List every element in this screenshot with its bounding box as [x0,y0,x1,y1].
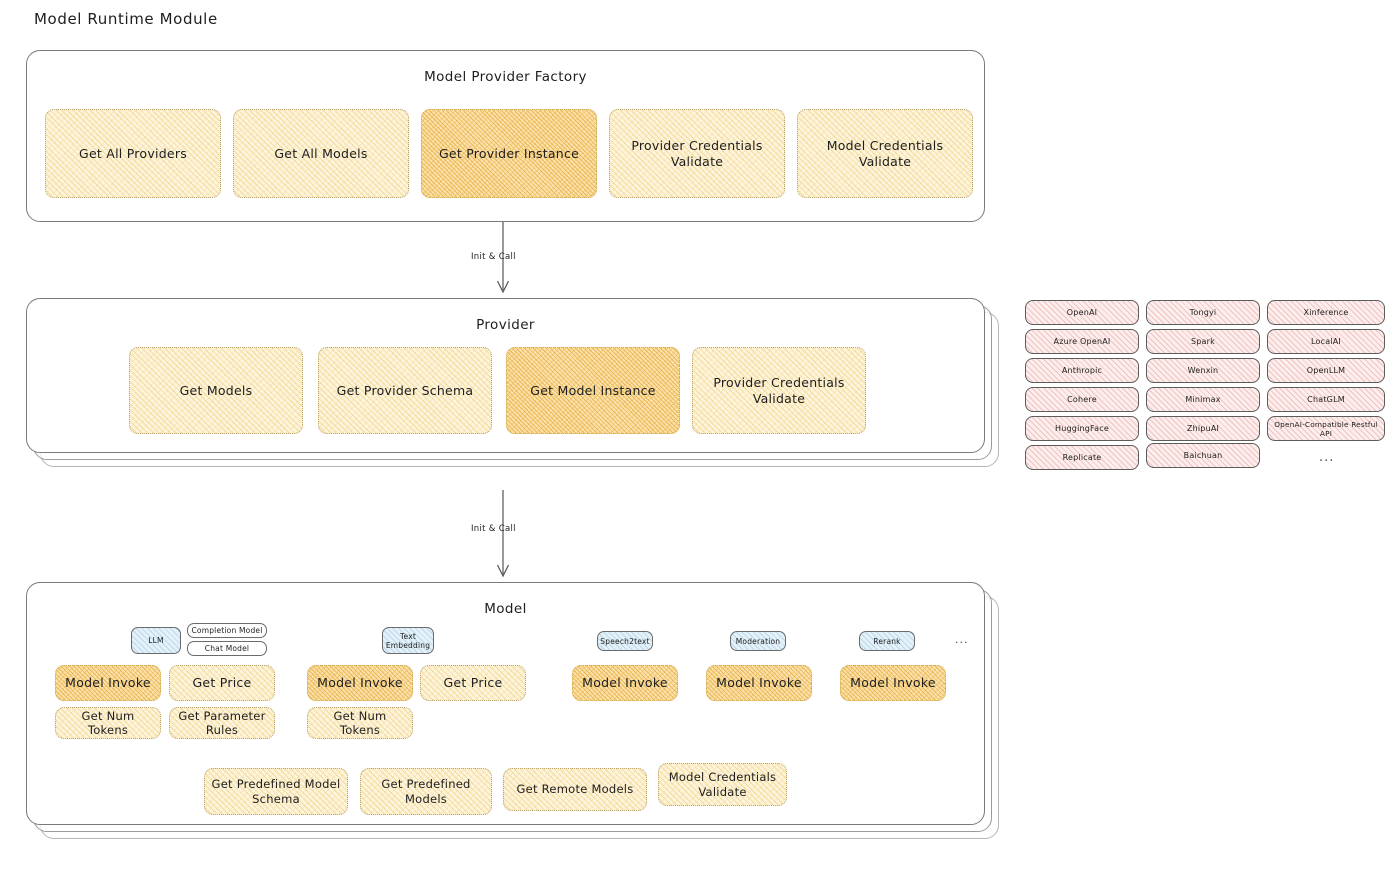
node-rerank-model-invoke[interactable]: Model Invoke [840,665,946,701]
node-model-credentials-validate-3[interactable]: Model Credentials Validate [658,763,787,806]
model-panel: Model LLM Completion Model Chat Model Mo… [26,582,985,825]
model-provider-factory-panel: Model Provider Factory Get All Providers… [26,50,985,222]
provider-tag-azure-openai[interactable]: Azure OpenAI [1025,329,1139,354]
node-get-provider-schema[interactable]: Get Provider Schema [318,347,492,434]
model-sub-badge-completion-model[interactable]: Completion Model [187,623,267,638]
provider-list-more: ... [1319,450,1335,465]
node-embedding-get-num-tokens[interactable]: Get Num Tokens [307,707,413,739]
provider-tag-cohere[interactable]: Cohere [1025,387,1139,412]
model-type-badge-speech2text[interactable]: Speech2text [597,631,653,651]
provider-tag-xinference[interactable]: Xinference [1267,300,1385,325]
page-title: Model Runtime Module [34,10,218,28]
provider-tag-wenxin[interactable]: Wenxin [1146,358,1260,383]
model-types-more: ... [955,633,969,646]
model-provider-factory-title: Model Provider Factory [424,69,587,85]
node-llm-get-price[interactable]: Get Price [169,665,275,701]
node-llm-model-invoke[interactable]: Model Invoke [55,665,161,701]
model-provider-factory-group: Model Provider Factory Get All Providers… [26,50,985,222]
node-moderation-model-invoke[interactable]: Model Invoke [706,665,812,701]
node-model-credentials-validate[interactable]: Model Credentials Validate [797,109,973,198]
provider-tag-spark[interactable]: Spark [1146,329,1260,354]
node-get-all-models[interactable]: Get All Models [233,109,409,198]
node-get-predefined-model-schema[interactable]: Get Predefined Model Schema [204,768,348,815]
provider-tag-huggingface[interactable]: HuggingFace [1025,416,1139,441]
node-llm-get-parameter-rules[interactable]: Get Parameter Rules [169,707,275,739]
model-type-badge-text-embedding[interactable]: Text Embedding [382,627,434,654]
provider-tag-openai-compatible-restful-api[interactable]: OpenAI-Compatible Restful API [1267,416,1385,441]
node-provider-credentials-validate[interactable]: Provider Credentials Validate [609,109,785,198]
model-type-badge-rerank[interactable]: Rerank [859,631,915,651]
provider-title: Provider [476,317,535,333]
provider-tag-anthropic[interactable]: Anthropic [1025,358,1139,383]
provider-list: OpenAI Azure OpenAI Anthropic Cohere Hug… [1025,300,1385,475]
provider-tag-replicate[interactable]: Replicate [1025,445,1139,470]
provider-tag-baichuan[interactable]: Baichuan [1146,443,1260,468]
arrow-provider-to-model [488,490,518,582]
provider-tag-openllm[interactable]: OpenLLM [1267,358,1385,383]
node-provider-credentials-validate-2[interactable]: Provider Credentials Validate [692,347,866,434]
provider-tag-zhipuai[interactable]: ZhipuAI [1146,416,1260,441]
provider-tag-chatglm[interactable]: ChatGLM [1267,387,1385,412]
model-group: Model LLM Completion Model Chat Model Mo… [26,582,1011,852]
node-llm-get-num-tokens[interactable]: Get Num Tokens [55,707,161,739]
node-speech2text-model-invoke[interactable]: Model Invoke [572,665,678,701]
provider-tag-localai[interactable]: LocalAI [1267,329,1385,354]
arrow-factory-to-provider [488,222,518,298]
model-title: Model [484,601,527,617]
arrow-2-label: Init & Call [471,524,516,534]
provider-panel: Provider Get Models Get Provider Schema … [26,298,985,453]
provider-group: Provider Get Models Get Provider Schema … [26,298,1011,480]
model-type-badge-llm[interactable]: LLM [131,627,181,654]
node-get-all-providers[interactable]: Get All Providers [45,109,221,198]
arrow-2-icon [496,490,510,578]
node-embedding-get-price[interactable]: Get Price [420,665,526,701]
node-embedding-model-invoke[interactable]: Model Invoke [307,665,413,701]
node-get-provider-instance[interactable]: Get Provider Instance [421,109,597,198]
provider-tag-openai[interactable]: OpenAI [1025,300,1139,325]
node-get-predefined-models[interactable]: Get Predefined Models [360,768,492,815]
model-sub-badge-chat-model[interactable]: Chat Model [187,641,267,656]
node-get-model-instance[interactable]: Get Model Instance [506,347,680,434]
model-type-badge-moderation[interactable]: Moderation [730,631,786,651]
node-get-models[interactable]: Get Models [129,347,303,434]
provider-tag-tongyi[interactable]: Tongyi [1146,300,1260,325]
arrow-1-icon [496,222,510,294]
node-get-remote-models[interactable]: Get Remote Models [503,768,647,811]
provider-tag-minimax[interactable]: Minimax [1146,387,1260,412]
arrow-1-label: Init & Call [471,252,516,262]
